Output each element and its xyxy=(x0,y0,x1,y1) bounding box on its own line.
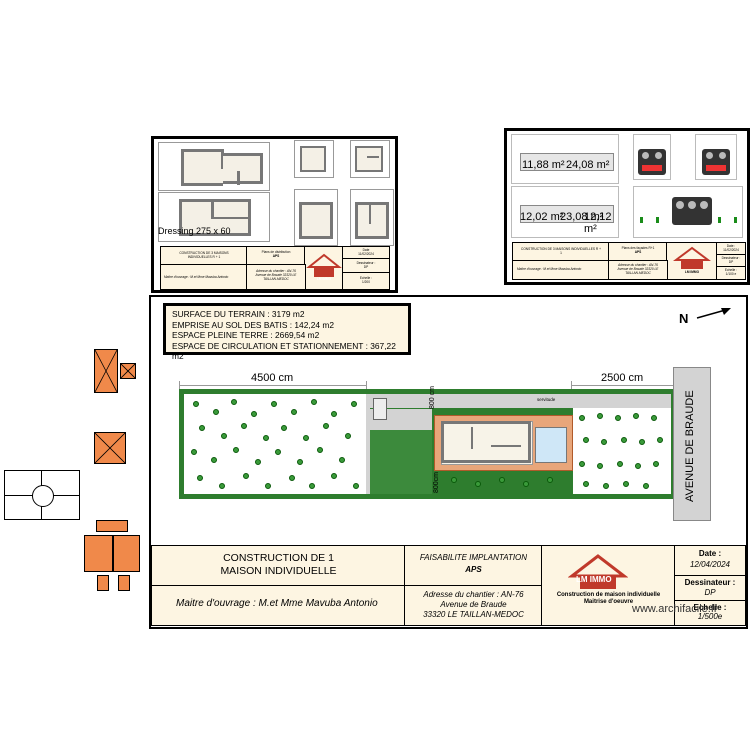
main-title-scale: Echelle :1/500e xyxy=(674,600,746,626)
vertical-dim-1: 800 cm xyxy=(429,386,436,409)
lm-immo-logo-icon xyxy=(568,554,628,589)
dimension-label-left: 4500 cm xyxy=(251,372,294,384)
facade-frame-1: 11,88 m² 24,08 m² xyxy=(511,134,619,184)
floor-plan-frame xyxy=(350,140,390,178)
floor-plan-frame xyxy=(294,189,338,246)
area-label: 12,02 m² xyxy=(520,211,564,223)
main-title-designer: Dessinateur :DP xyxy=(674,575,746,602)
surface-line: ESPACE PLEINE TERRE : 2669,54 m2 xyxy=(172,330,320,340)
dimension-tick xyxy=(179,381,180,391)
roof-shape-1 xyxy=(94,349,118,393)
main-title-logo: LM IMMO Construction de maison individue… xyxy=(541,545,676,626)
pool xyxy=(535,427,567,463)
lawn-left xyxy=(184,394,366,494)
main-sheet: SURFACE DU TERRAIN : 3179 m2 EMPRISE AU … xyxy=(149,295,748,629)
site-plan-symbol xyxy=(4,470,80,520)
roof-shape-2 xyxy=(120,363,136,379)
main-title-project: CONSTRUCTION DE 1 MAISON INDIVIDUELLE xyxy=(151,545,406,587)
main-title-address: Adresse du chantier : AN-76 Avenue de Br… xyxy=(404,585,543,626)
dimension-line-left xyxy=(179,385,366,386)
roof-shape-4 xyxy=(96,520,128,532)
small-sheet-facades: 11,88 m² 24,08 m² 12,02 m² 23,08 m² 12,1… xyxy=(504,128,750,285)
facade-frame-3 xyxy=(633,134,671,180)
roof-shape-3 xyxy=(94,432,126,464)
main-title-date: Date :12/04/2024 xyxy=(674,545,746,577)
facade-frame-5 xyxy=(633,186,743,238)
surface-info-box: SURFACE DU TERRAIN : 3179 m2 EMPRISE AU … xyxy=(163,303,411,361)
garden-dark xyxy=(370,430,432,494)
dimension-tick xyxy=(571,381,572,391)
vertical-dim-2: 800cm xyxy=(433,471,440,493)
area-label: 11,88 m² xyxy=(522,159,565,171)
roof-shape-7 xyxy=(97,575,109,591)
dimension-line-right xyxy=(571,385,674,386)
watermark: www.archifacile.fr xyxy=(632,603,718,615)
floor-plan-frame xyxy=(158,192,270,242)
surface-line: SURFACE DU TERRAIN : 3179 m2 xyxy=(172,309,305,319)
title-owner: Maitre d'ouvrage : M.et Mme Mavuba Anton… xyxy=(512,260,610,280)
road-avenue xyxy=(673,367,711,521)
dimension-label-right: 2500 cm xyxy=(601,372,644,384)
dressing-label: Dressing 275 x 60 xyxy=(158,226,231,236)
house-floor xyxy=(441,421,533,465)
roof-shape-8 xyxy=(118,575,130,591)
dimension-tick xyxy=(366,381,367,391)
title-address: Adresse du chantier : AN-76 Avenue de Br… xyxy=(608,260,668,280)
parking-car xyxy=(373,398,387,420)
road-label: AVENUE DE BRAUDE xyxy=(684,390,696,502)
floor-plan-frame xyxy=(350,189,394,246)
floor-plan-frame xyxy=(158,142,270,191)
driveway xyxy=(366,394,671,408)
lawn-right xyxy=(573,407,671,494)
gravel-strip xyxy=(366,408,370,494)
main-title-owner: Maitre d'ouvrage : M.et Mme Mavuba Anton… xyxy=(151,585,406,626)
area-label: 23,08 m² xyxy=(560,211,604,223)
facade-frame-4 xyxy=(695,134,737,180)
title-owner: Maitre d'ouvrage : M.et Mme Mavuba Anton… xyxy=(160,264,248,290)
title-logo: LM IMMO xyxy=(666,242,718,280)
north-arrow-icon xyxy=(696,308,731,319)
title-scale: Echelle :1/100 e xyxy=(716,266,746,280)
north-label: N xyxy=(679,311,689,326)
floor-plan-frame xyxy=(294,140,334,178)
area-label: 24,08 m² xyxy=(566,159,610,171)
title-scale: Echelle :1/200 xyxy=(342,272,390,290)
surface-line: ESPACE DE CIRCULATION ET STATIONNEMENT :… xyxy=(172,340,396,362)
path-label: servitude xyxy=(537,397,556,402)
facade-frame-2: 12,02 m² 23,08 m² 12,12 m² xyxy=(511,186,619,238)
area-label: 12,12 m² xyxy=(584,211,612,235)
title-project: CONSTRUCTION DE 3 MAISONS INDIVIDUELLES … xyxy=(160,246,248,266)
title-project: CONSTRUCTION DE 3 MAISONS INDIVIDUELLES … xyxy=(512,242,610,262)
surface-line: EMPRISE AU SOL DES BATIS : 142,24 m2 xyxy=(172,319,334,330)
small-sheet-floor-plans: Dressing 275 x 60 CONSTRUCTION DE 3 MAIS… xyxy=(151,136,398,293)
roof-shape-6 xyxy=(113,535,140,572)
roof-shape-5 xyxy=(84,535,113,572)
title-logo: LM IMMO xyxy=(304,246,344,290)
title-address: Adresse du chantier : AN-76 Avenue de Br… xyxy=(246,264,306,290)
